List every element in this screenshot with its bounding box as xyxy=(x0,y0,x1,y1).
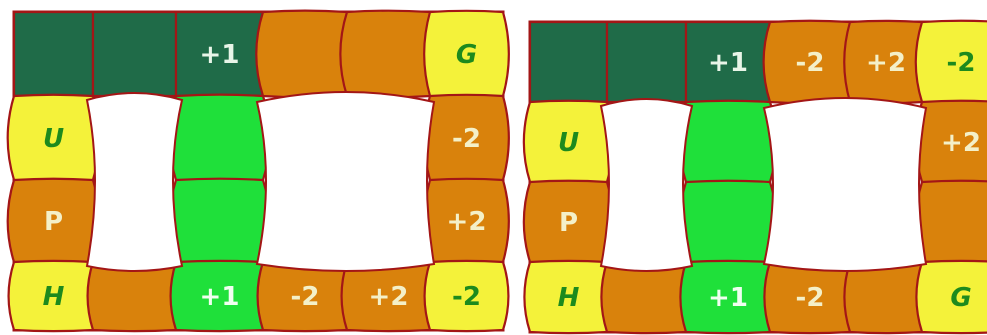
board-cell: -2 xyxy=(425,261,509,331)
cell-label: -2 xyxy=(291,282,320,312)
board-cell xyxy=(169,95,269,182)
board-hole-left xyxy=(601,99,692,271)
cell-tile xyxy=(256,11,353,98)
cell-label: +2 xyxy=(866,48,906,78)
board-cell xyxy=(14,12,93,96)
cell-label: +1 xyxy=(708,48,748,78)
cell-label: -2 xyxy=(796,283,825,313)
board-cell xyxy=(256,11,353,98)
cell-label: G xyxy=(950,283,971,313)
board-cell xyxy=(530,22,607,102)
board-cell xyxy=(340,11,436,98)
board-hole-right xyxy=(257,92,434,271)
cell-label: +1 xyxy=(200,40,240,70)
cell-tile xyxy=(14,12,93,96)
board-hole-right xyxy=(764,98,926,271)
board-cell: P xyxy=(524,181,613,263)
cell-label: P xyxy=(559,208,578,238)
cell-label: P xyxy=(44,207,63,237)
board-cell xyxy=(680,181,777,264)
cell-label: -2 xyxy=(796,48,825,78)
board-cell xyxy=(93,12,176,96)
cell-label: H xyxy=(43,282,65,312)
cell-label: -2 xyxy=(452,124,481,154)
board-cell: +1 xyxy=(171,261,269,331)
board-cell: U xyxy=(8,95,100,182)
cell-label: U xyxy=(43,124,64,154)
board-cell: U xyxy=(524,101,613,183)
board-cell: +1 xyxy=(680,261,775,333)
board-hole-left xyxy=(87,93,182,271)
cell-tile xyxy=(680,101,777,184)
cell-label: G xyxy=(456,40,477,70)
board-cell xyxy=(680,101,777,184)
cell-tile xyxy=(93,12,176,96)
cell-label: +1 xyxy=(708,283,748,313)
cell-label: +2 xyxy=(447,207,487,237)
cell-tile xyxy=(916,181,987,263)
board-cell: -2 xyxy=(424,95,509,181)
board-cell: G xyxy=(916,261,987,333)
cell-label: +2 xyxy=(941,128,981,158)
cell-label: +1 xyxy=(200,282,240,312)
board-cell: -2 xyxy=(764,21,857,104)
board-cell: +1 xyxy=(686,22,770,102)
cell-tile xyxy=(169,95,269,182)
board-cell xyxy=(607,22,686,102)
cell-tile xyxy=(530,22,607,102)
board-cell xyxy=(916,181,987,263)
board-cell: H xyxy=(524,261,612,333)
cell-tile xyxy=(340,11,436,98)
board-cell: -2 xyxy=(916,21,987,103)
board-cell: G xyxy=(424,11,509,97)
cell-label: -2 xyxy=(452,282,481,312)
cell-label: H xyxy=(558,283,580,313)
cell-label: +2 xyxy=(369,282,409,312)
cell-tile xyxy=(169,179,269,264)
cell-label: -2 xyxy=(947,48,976,78)
cell-label: U xyxy=(558,128,579,158)
board-cell: +2 xyxy=(916,101,987,183)
cell-tile xyxy=(680,181,777,264)
board-cell: +1 xyxy=(176,12,263,96)
board-cell: +2 xyxy=(424,179,509,263)
board-cell: H xyxy=(9,261,99,331)
board-cell: P xyxy=(8,179,100,264)
board-cell xyxy=(169,179,269,264)
cell-tile xyxy=(607,22,686,102)
